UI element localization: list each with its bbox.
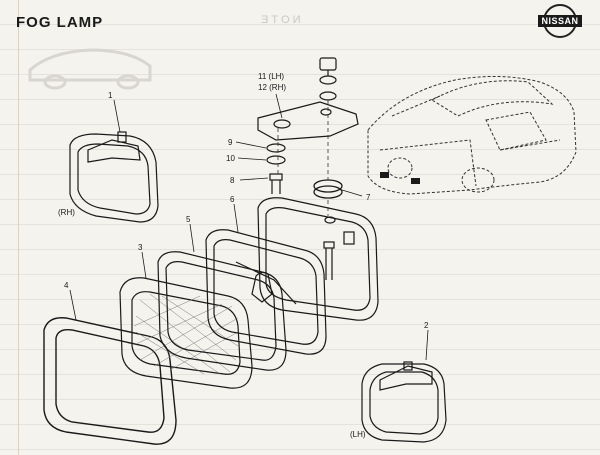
callout-11: 11 (LH) [258,72,284,81]
mounting-bolt [323,241,335,280]
callout-4: 4 [64,281,69,290]
callout-2: 2 [424,321,429,330]
side-label-rh: (RH) [58,208,75,217]
lamp-housing [257,197,379,321]
part-5-gasket [157,251,287,371]
logo-text: NISSAN [538,15,582,27]
nut-stack [319,57,337,101]
part-2-fog-lamp-lh [361,361,447,443]
callout-3: 3 [138,243,143,252]
assembly-lines [277,100,329,216]
callout-12: 12 (RH) [258,83,286,92]
nissan-logo: NISSAN [538,4,582,38]
part-3-lens [119,277,253,389]
part-7-grommet [313,179,343,199]
part-9-washer [266,143,286,153]
ghost-car-image [28,48,152,90]
car-fog-lamps [380,172,420,184]
part-11-12-bracket [257,101,359,141]
part-1-fog-lamp-rh [69,131,159,223]
callout-8: 8 [230,176,235,185]
lens-grid [133,293,239,375]
part-6-reflector [205,229,327,355]
callout-6: 6 [230,195,235,204]
part-8-bolt [269,173,283,194]
callout-10: 10 [226,154,235,163]
leader-lines [69,93,429,361]
callout-5: 5 [186,215,191,224]
page-title: FOG LAMP [16,14,104,31]
part-10-washer [266,155,286,165]
side-label-lh: (LH) [350,430,366,439]
car-illustration [367,75,577,195]
callout-9: 9 [228,138,233,147]
callout-1: 1 [108,91,113,100]
part-4-rim [43,317,177,445]
callout-7: 7 [366,193,371,202]
margin-line [18,0,19,455]
